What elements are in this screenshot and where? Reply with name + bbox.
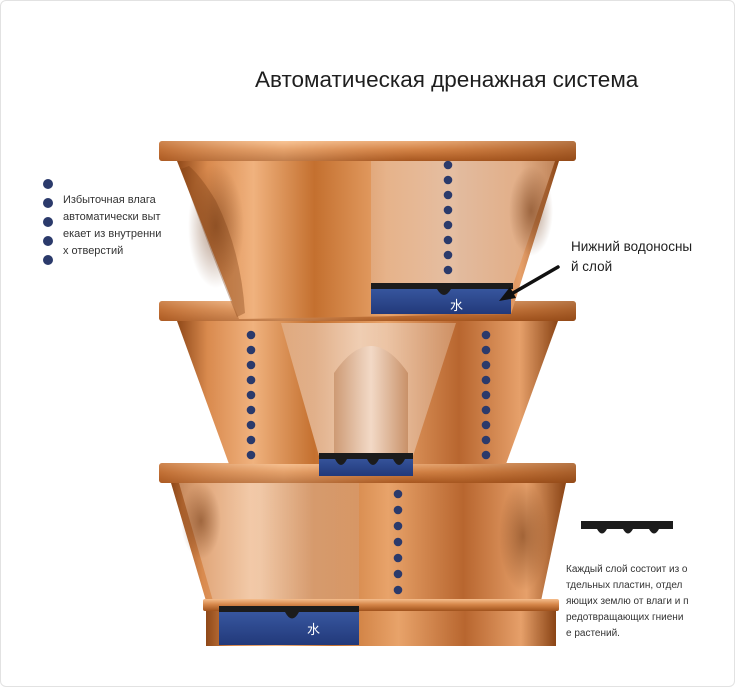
drain-dot: [393, 553, 403, 563]
drain-dot: [481, 390, 491, 400]
drain-dot: [246, 345, 256, 355]
note-line: Нижний водоносны: [571, 239, 693, 254]
drain-dots-bottom: [393, 489, 403, 595]
note-line: Каждый слой состоит из о: [566, 564, 688, 575]
legend-dot: [43, 179, 53, 189]
drain-dots-middle-right: [481, 330, 491, 460]
drain-dots-top: [443, 160, 453, 275]
drain-dot: [443, 235, 453, 245]
note-line: тдельных пластин, отдел: [566, 580, 683, 591]
tier-bottom-left-alcove: [181, 483, 221, 559]
drain-dot: [481, 375, 491, 385]
drain-dot: [443, 220, 453, 230]
tier-bottom-drain-plate: [219, 606, 359, 619]
legend-dots: [43, 179, 53, 265]
drain-dot: [246, 330, 256, 340]
note-line: й слой: [571, 259, 613, 274]
tier-top-rim-sheen: [159, 141, 576, 161]
page-title: Автоматическая дренажная система: [255, 67, 639, 92]
drain-dot: [481, 405, 491, 415]
tier-bottom-water-label: 水: [307, 623, 320, 638]
drain-dot: [443, 190, 453, 200]
drain-dot: [481, 450, 491, 460]
legend-dot: [43, 217, 53, 227]
note-line: е растений.: [566, 628, 620, 639]
drain-dot: [443, 160, 453, 170]
drain-dot: [481, 360, 491, 370]
layer-plates-note: Каждый слой состоит из о тдельных пласти…: [566, 562, 689, 642]
tier-bottom: 水: [159, 463, 576, 646]
drain-dot: [246, 405, 256, 415]
drain-dot: [393, 537, 403, 547]
drain-dot: [443, 175, 453, 185]
drain-dot: [443, 250, 453, 260]
drain-plate-icon: [581, 521, 673, 534]
drain-dot: [393, 521, 403, 531]
drain-dot: [246, 375, 256, 385]
tier-bottom-translucent-section: [179, 483, 359, 601]
note-line: Избыточная влага: [63, 194, 156, 206]
drain-dot: [393, 585, 403, 595]
legend-dot: [43, 198, 53, 208]
tier-bottom-alcove: [499, 481, 547, 591]
tier-middle-drain-plate: [319, 453, 413, 465]
tier-top-drain-plate: [371, 283, 513, 295]
drain-dot: [443, 265, 453, 275]
drain-dot: [481, 420, 491, 430]
drain-dot: [393, 489, 403, 499]
note-line: екает из внутренни: [63, 228, 162, 240]
tier-top-alcove-shadow: [188, 164, 244, 288]
drain-dot: [393, 569, 403, 579]
drain-dot: [481, 435, 491, 445]
drain-dot: [246, 435, 256, 445]
drain-dot: [246, 420, 256, 430]
legend-dot: [43, 236, 53, 246]
drain-dot: [443, 205, 453, 215]
drain-dot: [246, 360, 256, 370]
tier-top: 水: [159, 141, 576, 319]
excess-moisture-note: Избыточная влага автоматически выт екает…: [63, 192, 161, 260]
drain-dot: [481, 330, 491, 340]
tier-top-translucent-section: [371, 161, 555, 285]
drain-dot: [246, 390, 256, 400]
legend-dot: [43, 255, 53, 265]
drain-dot: [481, 345, 491, 355]
tier-middle: [159, 301, 576, 476]
drain-dot: [246, 450, 256, 460]
drain-dot: [393, 505, 403, 515]
tier-top-water-label: 水: [450, 299, 463, 314]
drain-dots-middle-left: [246, 330, 256, 460]
note-line: х отверстий: [63, 245, 124, 257]
note-line: яющих землю от влаги и п: [566, 596, 689, 607]
note-line: редотвращающих гниени: [566, 612, 684, 623]
pointer-arrow-icon: [499, 265, 560, 301]
aquifer-layer-label: Нижний водоносны й слой: [571, 237, 692, 277]
tier-top-right-alcove: [509, 166, 553, 256]
note-line: автоматически выт: [63, 211, 161, 223]
tier-middle-inner-dome: [334, 346, 408, 453]
